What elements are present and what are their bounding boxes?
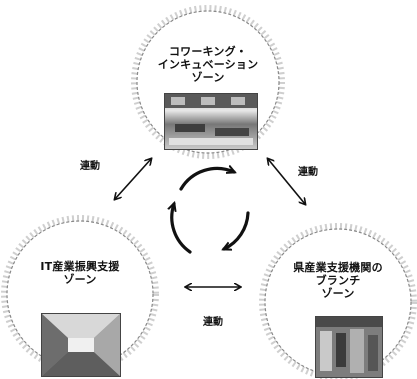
link-label-bottom: 連動 [203, 317, 223, 328]
arrow-right-link [268, 159, 305, 204]
circle-it-support [1, 215, 159, 373]
link-label-right: 連動 [298, 167, 318, 178]
zone-label-pref-branch: 県産業支援機関の ブランチ ゾーン [293, 261, 383, 300]
photo-it-support [41, 313, 121, 377]
zone-label-coworking: コワーキング・ インキュベーション ゾーン [157, 45, 259, 84]
cycle-arrows [172, 168, 250, 254]
photo-coworking [164, 93, 258, 150]
zone-label-it-support: IT産業振興支援 ゾーン [40, 260, 120, 286]
photo-pref-branch [315, 316, 383, 378]
circle-coworking [131, 5, 285, 159]
arrow-left-link [115, 159, 151, 199]
link-label-left: 連動 [80, 161, 100, 172]
circle-pref-branch [259, 223, 417, 379]
